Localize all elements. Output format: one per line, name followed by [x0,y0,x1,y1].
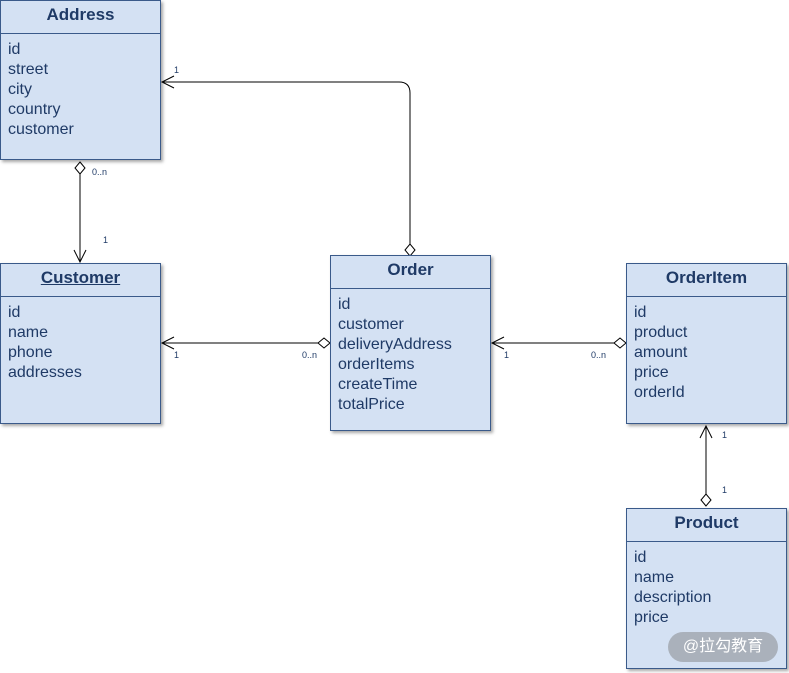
class-address-title: Address [1,1,160,34]
address-customer-arrowhead [73,249,87,264]
attribute: description [634,589,712,606]
order-customer-diamond [317,337,331,349]
mult-address-customer-target: 1 [103,235,108,245]
attribute: amount [634,344,688,361]
class-orderitem-attributes: id product amount price orderId [627,297,786,403]
order-address-line [162,81,411,244]
attribute: street [8,61,49,78]
product-orderitem-arrowhead [699,424,713,439]
mult-order-address: 1 [174,65,179,75]
mult-order-customer-source: 0..n [302,350,317,360]
attribute: id [8,304,21,321]
attribute: addresses [8,364,82,381]
attribute: deliveryAddress [338,336,452,353]
attribute: id [338,296,351,313]
orderitem-order-diamond [613,337,627,349]
class-order[interactable]: Order id customer deliveryAddress orderI… [330,255,491,431]
attribute: customer [8,121,74,138]
mult-order-customer-target: 1 [174,350,179,360]
order-customer-arrowhead [160,336,175,350]
class-product-title: Product [627,509,786,542]
attribute: totalPrice [338,396,405,413]
attribute: orderItems [338,356,415,373]
class-order-attributes: id customer deliveryAddress orderItems c… [331,289,490,415]
class-customer-name: Customer [40,268,121,287]
attribute: price [634,364,669,381]
product-orderitem-diamond [700,493,712,507]
class-customer[interactable]: Customer id name phone addresses [0,263,161,424]
order-address-diamond [404,243,416,257]
class-product-attributes: id name description price [627,542,786,628]
class-product[interactable]: Product id name description price [626,508,787,669]
attribute: customer [338,316,404,333]
attribute: orderId [634,384,685,401]
attribute: country [8,101,61,118]
attribute: name [8,324,49,341]
attribute: id [634,549,647,566]
mult-orderitem-order-source: 0..n [591,350,606,360]
attribute: id [634,304,647,321]
attribute: city [8,81,32,98]
attribute: product [634,324,688,341]
mult-product-orderitem-source: 1 [722,485,727,495]
class-orderitem-title: OrderItem [627,264,786,297]
order-address-arrowhead [160,75,175,89]
mult-orderitem-order-target: 1 [504,350,509,360]
attribute: name [634,569,675,586]
attribute: id [8,41,21,58]
class-order-title: Order [331,256,490,289]
class-address-attributes: id street city country customer [1,34,160,140]
class-customer-title: Customer [1,264,160,297]
orderitem-order-arrowhead [490,336,505,350]
attribute: price [634,609,669,626]
class-customer-attributes: id name phone addresses [1,297,160,383]
attribute: phone [8,344,53,361]
mult-product-orderitem-target: 1 [722,430,727,440]
attribute: createTime [338,376,418,393]
watermark: @拉勾教育 [668,632,778,662]
class-address[interactable]: Address id street city country customer [0,0,161,160]
address-customer-diamond [74,161,86,175]
class-orderitem[interactable]: OrderItem id product amount price orderI… [626,263,787,424]
mult-address-customer-source: 0..n [92,167,107,177]
